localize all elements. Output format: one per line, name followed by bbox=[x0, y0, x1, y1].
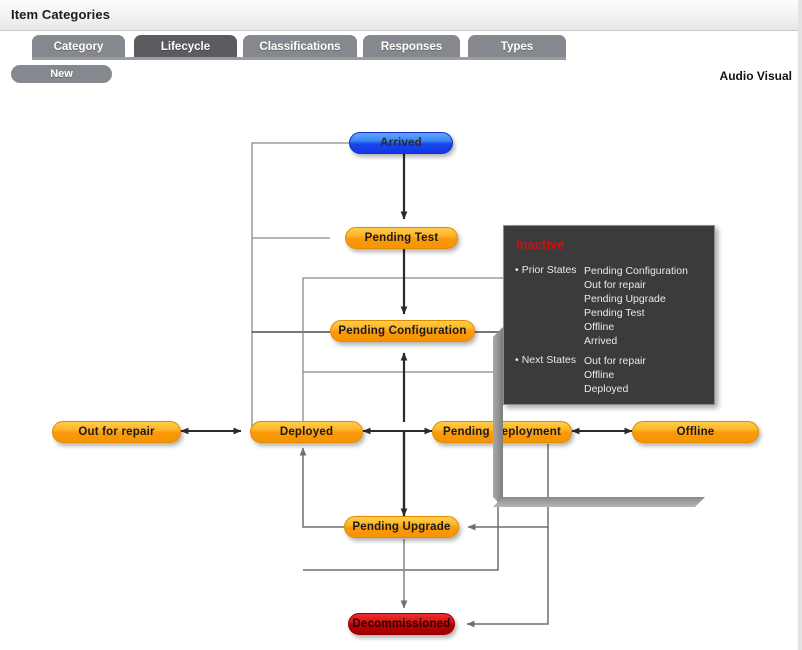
page-title: Item Categories bbox=[11, 7, 111, 22]
state-node-pending-upgrade[interactable]: Pending Upgrade bbox=[344, 516, 459, 538]
tooltip-prior-state: Pending Configuration bbox=[584, 265, 688, 277]
tooltip-next-state: Out for repair bbox=[584, 355, 646, 367]
state-node-deployed[interactable]: Deployed bbox=[250, 421, 363, 443]
tooltip-prior-state: Pending Test bbox=[584, 307, 645, 319]
tooltip-prior-state: Arrived bbox=[584, 335, 618, 347]
tab-underline-gap-right bbox=[566, 57, 798, 60]
tab-responses[interactable]: Responses bbox=[363, 35, 460, 58]
transition-arrows bbox=[180, 142, 633, 628]
tooltip-title: Inactive bbox=[516, 237, 565, 252]
new-button[interactable]: New bbox=[11, 65, 112, 83]
tooltip-next-state: Offline bbox=[584, 369, 615, 381]
tab-category[interactable]: Category bbox=[32, 35, 125, 58]
tooltip-shadow-bottom bbox=[493, 497, 705, 507]
tab-types[interactable]: Types bbox=[468, 35, 566, 58]
bullet-icon: • bbox=[515, 354, 519, 366]
tooltip-prior-state: Offline bbox=[584, 321, 615, 333]
state-tooltip: Inactive •Prior States Pending Configura… bbox=[503, 225, 715, 405]
state-node-arrived[interactable]: Arrived bbox=[349, 132, 453, 154]
tab-bar: Category Lifecycle Classifications Respo… bbox=[0, 32, 798, 58]
tab-lifecycle[interactable]: Lifecycle bbox=[134, 35, 237, 58]
state-node-pending-test[interactable]: Pending Test bbox=[345, 227, 458, 249]
tooltip-next-states-values: Out for repair Offline Deployed bbox=[584, 354, 646, 396]
action-toolbar: New bbox=[0, 60, 798, 91]
state-node-pending-configuration[interactable]: Pending Configuration bbox=[330, 320, 475, 342]
tab-underline bbox=[0, 57, 798, 60]
selected-category-label: Audio Visual bbox=[719, 69, 792, 83]
tab-underline-gap-left bbox=[0, 57, 32, 60]
state-node-decommissioned[interactable]: Decommissioned bbox=[348, 613, 455, 635]
state-node-offline[interactable]: Offline bbox=[632, 421, 759, 443]
tooltip-next-state: Deployed bbox=[584, 383, 629, 395]
window-titlebar: Item Categories bbox=[0, 0, 798, 31]
window-right-edge bbox=[798, 0, 802, 650]
tab-classifications[interactable]: Classifications bbox=[243, 35, 357, 58]
state-node-out-for-repair[interactable]: Out for repair bbox=[52, 421, 181, 443]
tooltip-prior-states-values: Pending Configuration Out for repair Pen… bbox=[584, 264, 688, 348]
tooltip-prior-state: Pending Upgrade bbox=[584, 293, 666, 305]
lifecycle-diagram-canvas: Arrived Pending Configuration Pending Te… bbox=[0, 92, 798, 650]
bullet-icon: • bbox=[515, 264, 519, 276]
tooltip-prior-states-label: •Prior States bbox=[515, 264, 577, 276]
tooltip-shadow-left bbox=[493, 327, 503, 507]
tooltip-prior-state: Out for repair bbox=[584, 279, 646, 291]
tooltip-next-states-label: •Next States bbox=[515, 354, 576, 366]
